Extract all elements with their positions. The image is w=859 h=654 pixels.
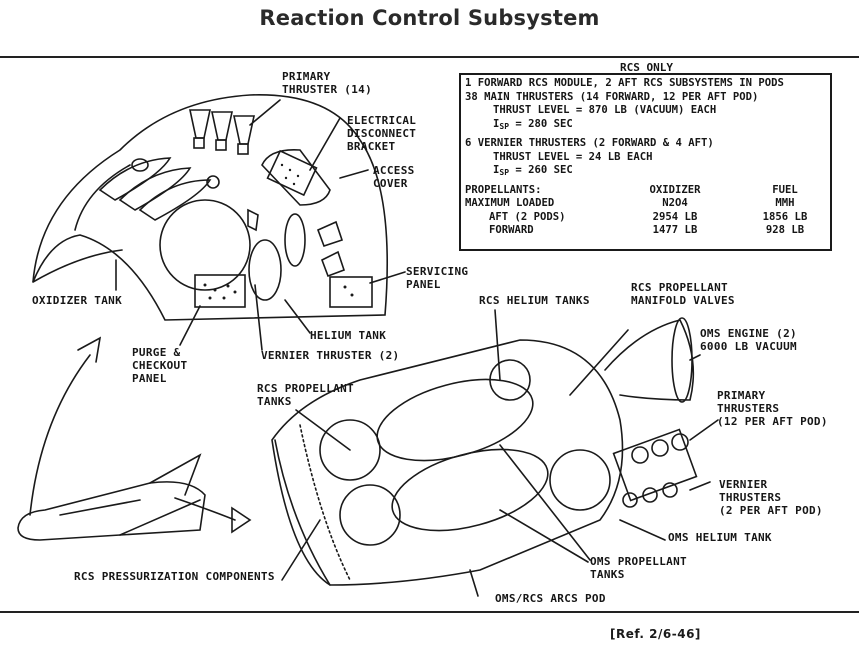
propellant-row-fuel: 1856 LB [762,210,808,223]
top-divider [0,56,859,58]
arrowhead-forward [77,336,102,363]
isp-subscript: SP [499,121,510,131]
rcs-spec-box: 1 FORWARD RCS MODULE, 2 AFT RCS SUBSYSTE… [459,73,832,251]
label-purge-checkout-panel: PURGE & CHECKOUT PANEL [132,346,188,385]
label-primary-thrusters-aft: PRIMARY THRUSTERS (12 PER AFT POD) [717,389,828,428]
isp-symbol: I [493,164,500,176]
label-primary-thruster: PRIMARY THRUSTER (14) [282,70,372,96]
bottom-divider [0,611,859,613]
label-oms-rcs-arcs-pod: OMS/RCS ARCS POD [495,592,606,605]
propellant-oxidizer-type: N2O4 [662,197,688,209]
spec-box-caption: RCS ONLY [620,61,673,74]
propellant-header-label: PROPELLANTS: [465,183,542,196]
propellant-row-label: FORWARD [489,224,534,236]
reference-citation: [Ref. 2/6-46] [610,627,701,641]
label-oxidizer-tank: OXIDIZER TANK [32,294,122,307]
propellant-header-fuel: FUEL [772,183,798,196]
arrow-to-forward-module [29,354,91,516]
isp-value: = 260 SEC [509,164,573,176]
label-oms-helium-tank: OMS HELIUM TANK [668,531,772,544]
label-vernier-thruster: VERNIER THRUSTER (2) [261,349,400,362]
label-access-cover: ACCESS COVER [373,164,415,190]
forward-rcs-module-drawing [32,94,406,351]
spec-main-thrusters: 38 MAIN THRUSTERS (14 FORWARD, 12 PER AF… [465,90,759,103]
spec-vernier-thrust-level: THRUST LEVEL = 24 LB EACH [493,150,653,163]
propellant-row-oxidizer: 1477 LB [652,224,698,236]
spec-vernier-isp: ISP = 260 SEC [465,164,826,180]
propellant-fuel-type: MMH [775,197,795,209]
space-shuttle-drawing [17,453,252,541]
spec-main-isp: ISP = 280 SEC [465,118,826,134]
label-rcs-propellant-tanks: RCS PROPELLANT TANKS [257,382,354,408]
aft-oms-rcs-pod-drawing [271,309,719,597]
page-title: Reaction Control Subsystem [259,6,600,30]
label-oms-propellant-tanks: OMS PROPELLANT TANKS [590,555,687,581]
label-rcs-pressurization-components: RCS PRESSURIZATION COMPONENTS [74,570,275,583]
label-servicing-panel: SERVICING PANEL [406,265,469,291]
isp-value: = 280 SEC [509,117,573,130]
spec-main-thrust-level: THRUST LEVEL = 870 LB (VACUUM) EACH [493,104,717,116]
spec-vernier-thrusters: 6 VERNIER THRUSTERS (2 FORWARD & 4 AFT) [465,137,714,149]
spec-modules: 1 FORWARD RCS MODULE, 2 AFT RCS SUBSYSTE… [465,77,784,89]
isp-subscript: SP [499,168,510,177]
propellant-row-fuel: 928 LB [765,224,805,236]
propellant-row-label: AFT (2 PODS) [489,210,566,223]
label-electrical-disconnect-bracket: ELECTRICAL DISCONNECT BRACKET [347,114,417,153]
propellant-header-oxidizer: OXIDIZER [649,183,701,196]
label-vernier-thrusters-aft: VERNIER THRUSTERS (2 PER AFT POD) [719,478,823,517]
label-rcs-propellant-manifold-valves: RCS PROPELLANT MANIFOLD VALVES [631,281,735,307]
label-oms-engine: OMS ENGINE (2) 6000 LB VACUUM [700,327,797,353]
label-helium-tank: HELIUM TANK [310,329,387,342]
label-rcs-helium-tanks: RCS HELIUM TANKS [479,294,590,307]
propellant-subheader-label: MAXIMUM LOADED [465,197,555,209]
propellant-table: PROPELLANTS: OXIDIZER FUEL MAXIMUM LOADE… [465,184,826,238]
propellant-row-oxidizer: 2954 LB [652,210,698,223]
isp-symbol: I [493,117,500,130]
